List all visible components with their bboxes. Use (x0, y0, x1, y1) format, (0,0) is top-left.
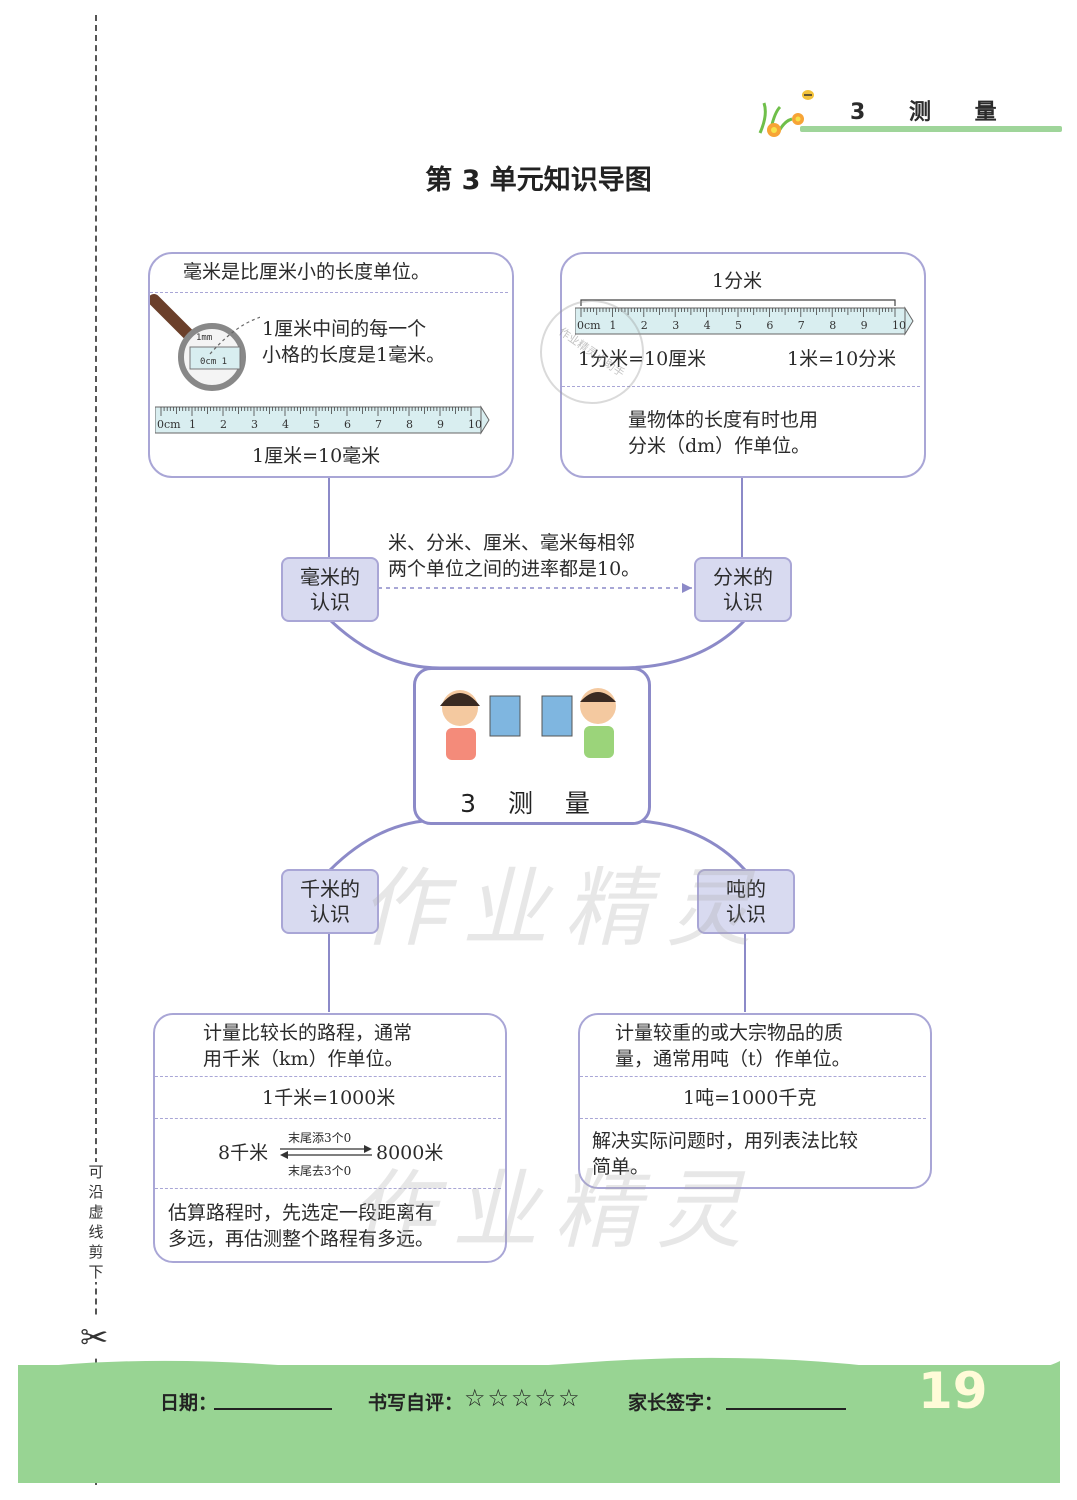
ruler-tick-label: 9 (861, 319, 868, 332)
divider (580, 1076, 926, 1077)
t-tip-line1: 解决实际问题时，用列表法比较 (592, 1130, 859, 1152)
magnifier-cm-label: 0cm 1 (200, 357, 228, 367)
km-conv-right: 8000米 (376, 1142, 444, 1164)
divider (580, 1118, 926, 1119)
ruler-tick-label: 6 (766, 319, 773, 332)
ruler-tick-label: 7 (798, 319, 805, 332)
divider (155, 1118, 501, 1119)
double-arrow-icon (280, 1145, 372, 1159)
date-field[interactable] (214, 1408, 332, 1410)
dm-knowledge-box (560, 252, 926, 478)
flower-decoration-icon (758, 90, 814, 137)
scissors-icon: ✂ (80, 1318, 109, 1358)
ruler-tick-label: 1 (189, 418, 196, 431)
parent-sign-field[interactable] (726, 1408, 846, 1410)
conversion-note-line1: 米、分米、厘米、毫米每相邻 (388, 532, 636, 554)
dm-note-line1: 量物体的长度有时也用 (628, 409, 819, 431)
ruler-tick-label: 2 (641, 319, 648, 332)
dm-ruler: 0cm 1 2 3 4 5 6 7 8 9 10 (575, 299, 914, 336)
watermark-text: 作业精灵 (360, 859, 768, 959)
ruler-tick-label: 8 (406, 418, 413, 431)
ruler-tick-label: 4 (282, 418, 289, 431)
km-tip-line1: 估算路程时，先选定一段距离有 (168, 1202, 435, 1224)
cut-note: 可沿虚 线剪下 (84, 1162, 108, 1282)
km-intro-line2: 用千米（km）作单位。 (203, 1048, 404, 1070)
t-intro-line2: 量，通常用吨（t）作单位。 (615, 1048, 851, 1070)
children-reading-illustration (440, 688, 616, 760)
ruler-tick-label: 5 (735, 319, 742, 332)
ruler-tick-label: 0cm (157, 418, 181, 431)
ruler-tick-label: 8 (829, 319, 836, 332)
magnifier-mm-label: 1mm (196, 333, 213, 343)
ruler-tick-label: 6 (344, 418, 351, 431)
divider (150, 292, 508, 293)
footer-band (18, 1365, 1060, 1483)
ruler-tick-label: 10 (468, 418, 482, 431)
ruler-tick-label: 3 (672, 319, 679, 332)
mm-equation: 1厘米=10毫米 (252, 445, 381, 467)
page-number: 19 (918, 1362, 988, 1420)
km-conv-bottom: 末尾去3个0 (288, 1164, 352, 1178)
node-t[interactable]: 吨的认识 (697, 869, 795, 934)
t-equation: 1吨=1000千克 (683, 1087, 817, 1109)
ruler-tick-label: 1 (609, 319, 616, 332)
divider (155, 1076, 501, 1077)
conversion-note-line2: 两个单位之间的进率都是10。 (388, 558, 641, 580)
dm-equation-2: 1米=10分米 (787, 348, 897, 370)
parent-sign-label: 家长签字： (628, 1392, 724, 1414)
page-title: 第 3 单元知识导图 (425, 165, 652, 196)
km-knowledge-box (153, 1013, 507, 1263)
t-knowledge-box (578, 1013, 932, 1189)
ruler-tick-label: 4 (704, 319, 711, 332)
ruler-tick-label: 3 (251, 418, 258, 431)
divider (155, 1188, 501, 1189)
magnifier-icon (150, 294, 260, 391)
ruler-tick-label: 9 (437, 418, 444, 431)
t-intro-line1: 计量较重的或大宗物品的质 (615, 1022, 844, 1044)
rating-stars[interactable]: ☆☆☆☆☆ (464, 1384, 582, 1412)
km-tip-line2: 多远，再估测整个路程有多远。 (168, 1228, 435, 1250)
node-dm[interactable]: 分米的认识 (694, 557, 792, 622)
km-conv-left: 8千米 (218, 1142, 269, 1164)
t-tip-line2: 简单。 (592, 1156, 650, 1178)
center-topic-title: 3 测 量 (460, 789, 602, 818)
mm-desc-line2: 小格的长度是1毫米。 (262, 344, 446, 366)
unit-label: 3 测 量 (850, 100, 1015, 125)
node-mm[interactable]: 毫米的认识 (281, 557, 379, 622)
km-conv-top: 末尾添3个0 (288, 1131, 352, 1145)
mm-desc-line1: 1厘米中间的每一个 (262, 318, 427, 340)
ruler-tick-label: 10 (892, 319, 906, 332)
km-intro-line1: 计量比较长的路程，通常 (203, 1022, 413, 1044)
ruler-tick-label: 7 (375, 418, 382, 431)
ruler-tick-label: 5 (313, 418, 320, 431)
header-rule (800, 126, 1062, 132)
mm-ruler: 0cm 1 2 3 4 5 6 7 8 9 10 (155, 405, 490, 435)
watermark-text: 作业精灵 (350, 1161, 758, 1261)
node-km[interactable]: 千米的认识 (281, 869, 379, 934)
mm-box-title: 毫米是比厘米小的长度单位。 (183, 261, 431, 283)
divider (562, 386, 920, 387)
dm-equation-1: 1分米=10厘米 (578, 348, 707, 370)
date-label: 日期： (160, 1392, 218, 1414)
ruler-tick-label: 2 (220, 418, 227, 431)
ruler-tick-label: 0cm (577, 319, 601, 332)
km-equation: 1千米=1000米 (262, 1087, 396, 1109)
dm-brace-label: 1分米 (712, 270, 763, 292)
cut-line (95, 15, 97, 1485)
dm-note-line2: 分米（dm）作单位。 (628, 435, 811, 457)
self-eval-label: 书写自评： (368, 1392, 464, 1414)
